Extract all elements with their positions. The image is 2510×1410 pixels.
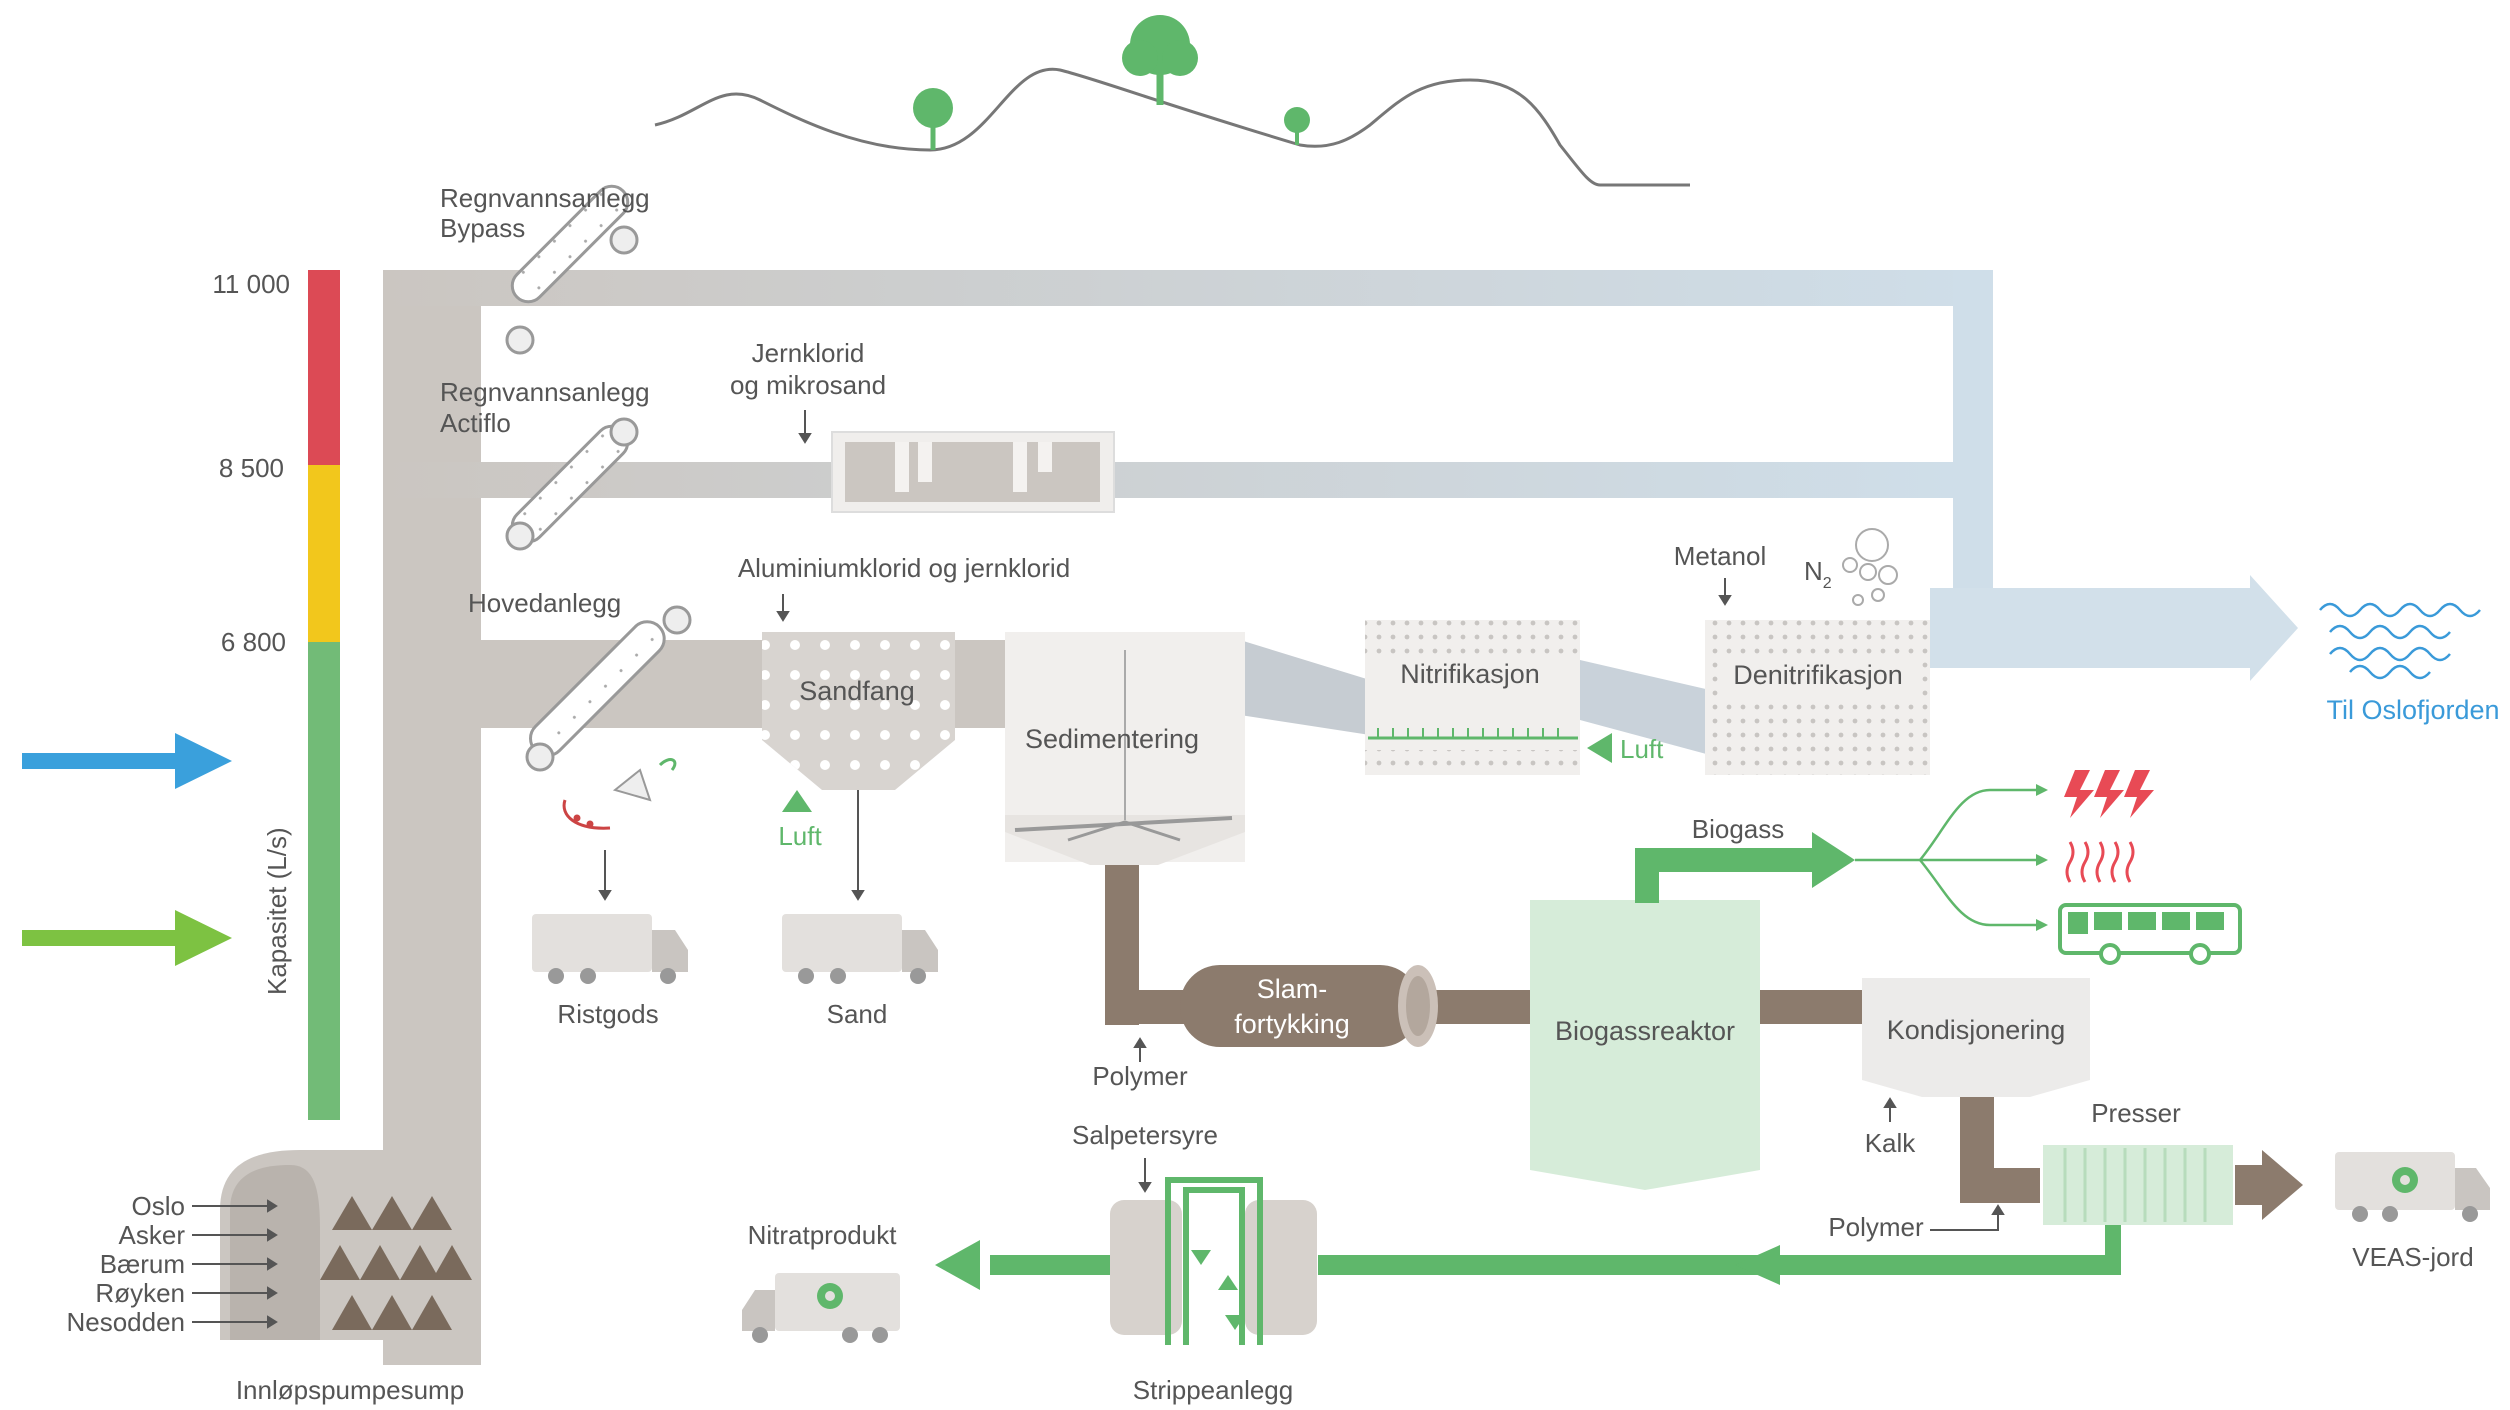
capacity-tick-6800: 6 800 bbox=[221, 627, 286, 657]
slam-label-2: fortykking bbox=[1234, 1009, 1350, 1039]
municipality-list: Oslo Asker Bærum Røyken Nesodden bbox=[66, 1191, 278, 1337]
strippeanlegg-label: Strippeanlegg bbox=[1133, 1375, 1293, 1405]
presser-label: Presser bbox=[2091, 1098, 2181, 1128]
bubbles-icon bbox=[1842, 528, 1898, 606]
actiflo-label-2: Actiflo bbox=[440, 408, 511, 438]
truck-nitratprodukt-icon bbox=[742, 1273, 900, 1343]
municipality-label: Røyken bbox=[95, 1278, 185, 1308]
municipality-label: Nesodden bbox=[66, 1307, 185, 1337]
bypass-label-1: Regnvannsanlegg bbox=[440, 183, 650, 213]
polymer-label-2: Polymer bbox=[1828, 1212, 1924, 1242]
veas-jord-label: VEAS-jord bbox=[2352, 1242, 2473, 1272]
municipality-label: Asker bbox=[119, 1220, 186, 1250]
denitrifikasjon-label: Denitrifikasjon bbox=[1733, 660, 1903, 690]
truck-veas-jord-icon bbox=[2335, 1152, 2490, 1222]
down-arrow-icon bbox=[798, 410, 812, 444]
inlet-pump-pit bbox=[220, 1150, 481, 1340]
screen-actiflo-icon bbox=[505, 417, 639, 551]
down-arrow-icon bbox=[776, 594, 790, 622]
up-arrow-icon bbox=[1883, 1097, 1897, 1122]
ristgods-label: Ristgods bbox=[557, 999, 658, 1029]
down-arrow-icon bbox=[1718, 578, 1732, 606]
salpetersyre-label: Salpetersyre bbox=[1072, 1120, 1218, 1150]
waves-icon bbox=[2319, 602, 2481, 680]
luft-label-1: Luft bbox=[778, 821, 822, 851]
landscape-hills bbox=[654, 67, 1690, 187]
capacity-axis-label: Kapasitet (L/s) bbox=[262, 827, 292, 995]
actiflo-label-1: Regnvannsanlegg bbox=[440, 377, 650, 407]
jernklorid-label-2: og mikrosand bbox=[730, 370, 886, 400]
strippeanlegg-unit bbox=[1110, 1177, 1317, 1345]
sandfang-tank bbox=[762, 632, 955, 790]
biogas-pipe bbox=[1635, 784, 2048, 931]
luft-label-2: Luft bbox=[1620, 734, 1664, 764]
biogass-label: Biogass bbox=[1692, 814, 1785, 844]
screen-bypass-icon bbox=[505, 184, 639, 355]
biogassreaktor-label: Biogassreaktor bbox=[1555, 1016, 1735, 1046]
heat-icon bbox=[2065, 841, 2135, 883]
sandfang-label: Sandfang bbox=[799, 676, 915, 706]
electricity-icon bbox=[2064, 770, 2154, 818]
nitrifikasjon-tank bbox=[1365, 620, 1580, 775]
inlet-label: Innløpspumpesump bbox=[236, 1375, 464, 1405]
capacity-tick-8500: 8 500 bbox=[219, 453, 284, 483]
slam-label-1: Slam- bbox=[1257, 974, 1328, 1004]
inflow-arrow-green-icon bbox=[22, 910, 232, 966]
capacity-tick-11000: 11 000 bbox=[212, 269, 290, 299]
actiflo-tank bbox=[831, 431, 1115, 513]
kondisjonering-label: Kondisjonering bbox=[1887, 1015, 2066, 1045]
tree-icon bbox=[913, 88, 953, 150]
aluminium-label: Aluminiumklorid og jernklorid bbox=[738, 553, 1070, 583]
bus-icon bbox=[2058, 903, 2242, 965]
sludge-line bbox=[1105, 865, 2040, 1203]
air-left-arrow-icon bbox=[1587, 733, 1612, 763]
air-up-arrow-icon bbox=[782, 790, 812, 812]
biogassreaktor-tank bbox=[1530, 900, 1760, 1190]
kondisjonering-tank bbox=[1862, 978, 2090, 1097]
sedimentering-label: Sedimentering bbox=[1025, 724, 1199, 754]
slam-fortykking-drum bbox=[1180, 965, 1438, 1047]
polymer-label-1: Polymer bbox=[1092, 1061, 1188, 1091]
truck-sand-icon bbox=[782, 914, 938, 984]
main-line-label: Hovedanlegg bbox=[468, 588, 621, 618]
truck-ristgods-icon bbox=[532, 914, 688, 984]
municipality-label: Bærum bbox=[100, 1249, 185, 1279]
up-arrow-icon bbox=[1133, 1037, 1147, 1062]
metanol-label: Metanol bbox=[1674, 541, 1767, 571]
down-arrow-icon bbox=[1138, 1158, 1152, 1193]
sand-label: Sand bbox=[827, 999, 888, 1029]
tree-icon bbox=[1284, 107, 1310, 145]
debris-icon bbox=[562, 758, 677, 830]
denitrifikasjon-tank bbox=[1705, 620, 1930, 775]
bypass-label-2: Bypass bbox=[440, 213, 525, 243]
presser-unit bbox=[2043, 1145, 2303, 1225]
screen-main-icon bbox=[525, 605, 692, 772]
capacity-bar bbox=[308, 270, 340, 1120]
nitratprodukt-label: Nitratprodukt bbox=[748, 1220, 898, 1250]
polymer-arrow-icon bbox=[1930, 1204, 2005, 1231]
reject-water-line bbox=[935, 1225, 2121, 1290]
municipality-label: Oslo bbox=[132, 1191, 185, 1221]
nitrifikasjon-label: Nitrifikasjon bbox=[1400, 659, 1540, 689]
jernklorid-label-1: Jernklorid bbox=[752, 338, 865, 368]
tree-icon bbox=[1122, 15, 1198, 105]
kalk-label: Kalk bbox=[1865, 1128, 1917, 1158]
inflow-arrow-blue-icon bbox=[22, 733, 232, 789]
down-arrow-icon bbox=[598, 790, 865, 901]
n2-label: N2 bbox=[1804, 556, 1832, 592]
sedimentering-tank bbox=[1005, 632, 1245, 865]
fjord-label: Til Oslofjorden bbox=[2326, 695, 2499, 725]
